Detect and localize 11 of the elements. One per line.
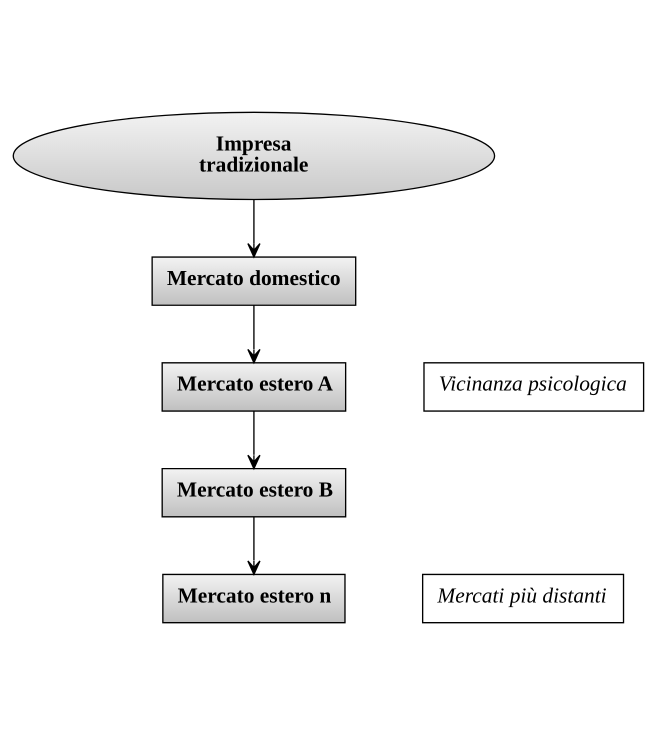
node-ellipse: Impresa tradizionale [12,112,496,200]
node-box: Mercato domestico [151,256,356,306]
arrow [247,305,261,364]
arrow [247,411,261,470]
node-box: Mercato estero A [162,362,346,412]
node-box: Vicinanza psicologica [423,362,644,412]
arrow [247,200,261,258]
node-box: Mercato estero B [162,468,346,518]
node-box: Mercati più distanti [422,574,624,624]
node-box: Mercato estero n [162,574,346,624]
arrow [247,516,261,576]
